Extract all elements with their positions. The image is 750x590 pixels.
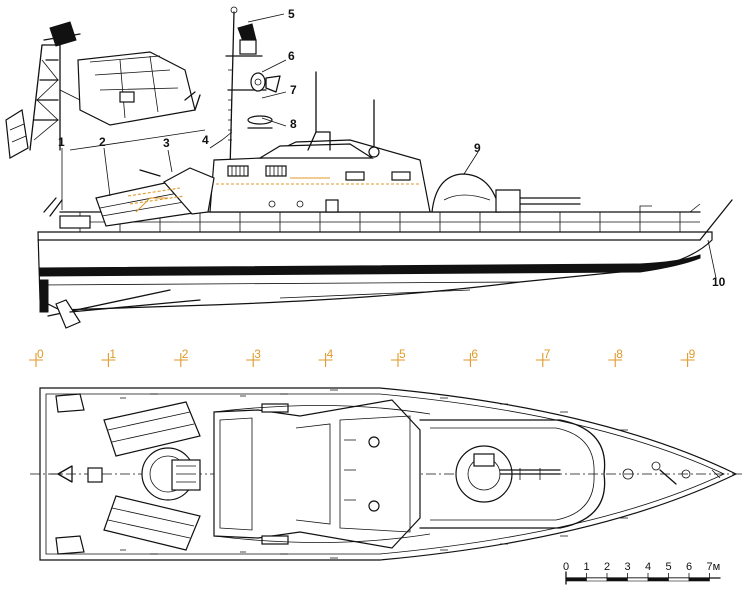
scale-label-4: 4	[645, 561, 651, 573]
callout-9: 9	[474, 141, 481, 155]
frame-mark-7	[535, 353, 550, 367]
frame-mark-4	[318, 353, 333, 367]
scale-segment-2	[606, 577, 628, 582]
callout-2: 2	[99, 135, 106, 149]
callout-5: 5	[288, 7, 295, 21]
frame-station-marks: 0 1 2 3 4 5 6 7 8 9	[29, 347, 696, 367]
frame-label-6: 6	[471, 347, 478, 361]
callout-labels: 1 2 3 4 5 6 7 8 9 10	[58, 7, 726, 289]
frame-label-9: 9	[689, 347, 696, 361]
scale-label-7: 7м	[707, 561, 721, 573]
frame-mark-9	[680, 353, 695, 367]
inset-detail	[5, 21, 206, 159]
callout-4: 4	[202, 133, 209, 147]
scale-label-2: 2	[604, 561, 610, 573]
frame-label-5: 5	[399, 347, 406, 361]
scale-segment-1	[586, 577, 608, 582]
callout-8: 8	[290, 117, 297, 131]
frame-label-2: 2	[182, 347, 189, 361]
callout-3: 3	[163, 136, 170, 150]
leader-lines	[61, 13, 717, 279]
frame-label-4: 4	[327, 347, 334, 361]
frame-label-3: 3	[254, 347, 261, 361]
side-profile	[37, 71, 733, 329]
frame-label-0: 0	[37, 347, 44, 361]
scale-label-1: 1	[584, 561, 590, 573]
callout-7: 7	[290, 83, 297, 97]
frame-mark-5	[391, 353, 405, 367]
scale-label-0: 0	[563, 561, 569, 573]
scale-segment-5	[668, 577, 690, 582]
scale-label-5: 5	[666, 561, 672, 573]
scale-label-3: 3	[625, 561, 631, 573]
frame-mark-1	[101, 353, 116, 367]
scale-segment-4	[647, 577, 669, 582]
frame-label-1: 1	[109, 347, 116, 361]
scale-segment-6	[688, 577, 710, 582]
scale-segment-0	[565, 577, 587, 582]
callout-10: 10	[712, 275, 726, 289]
plan-view	[30, 387, 742, 561]
scale-label-6: 6	[686, 561, 692, 573]
frame-label-8: 8	[616, 347, 623, 361]
callout-6: 6	[288, 49, 295, 63]
frame-mark-2	[173, 353, 188, 367]
frame-mark-3	[246, 353, 261, 367]
scale-segment-3	[627, 577, 649, 582]
frame-label-7: 7	[544, 347, 551, 361]
mast	[225, 6, 281, 171]
scale-ticks: 0 1 2 3 4 5 6 7м	[563, 561, 721, 582]
frame-mark-0	[29, 353, 43, 367]
scale-bar: 0 1 2 3 4 5 6 7м	[563, 561, 721, 585]
frame-mark-6	[463, 353, 478, 367]
frame-mark-8	[608, 353, 623, 367]
callout-1: 1	[58, 135, 65, 149]
